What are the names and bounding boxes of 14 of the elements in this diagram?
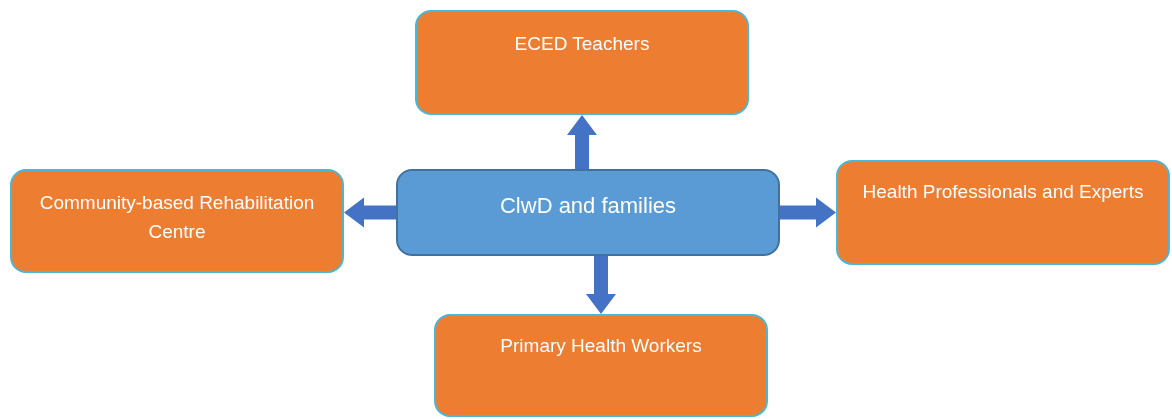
block-arrow (567, 115, 597, 169)
block-arrow (586, 256, 616, 314)
process-box (434, 314, 768, 417)
box-label: ECED Teachers (514, 32, 650, 56)
process-box (836, 160, 1170, 265)
center-box (396, 169, 780, 256)
process-box (10, 169, 344, 273)
box-label: Health Professionals and Experts (862, 180, 1144, 204)
box-label: Primary Health Workers (500, 334, 702, 358)
block-arrow (344, 197, 396, 228)
box-label: Community-based Rehabilitation Centre (38, 191, 316, 244)
process-box (415, 10, 749, 115)
block-arrow (780, 197, 836, 228)
box-label: ClwD and families (499, 192, 677, 220)
